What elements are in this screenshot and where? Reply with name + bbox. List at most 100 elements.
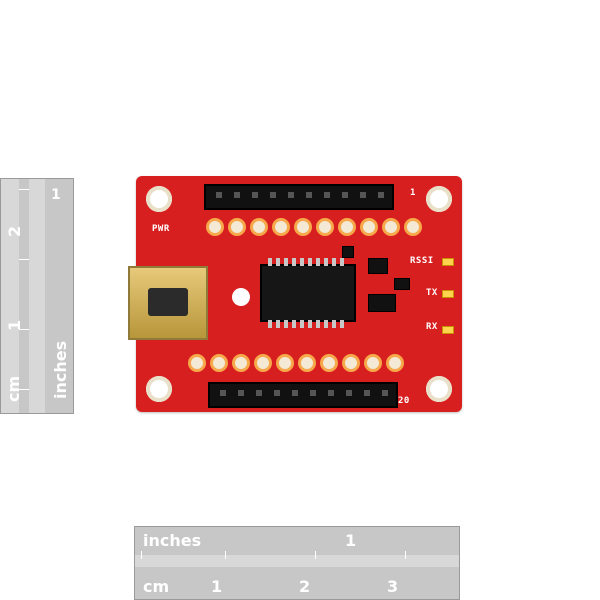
ruler-tick [19, 329, 29, 330]
chip-leg [332, 320, 336, 328]
ruler-tick [225, 551, 226, 559]
chip-leg [300, 320, 304, 328]
chip-leg [276, 258, 280, 266]
pad [364, 354, 382, 372]
ruler-label-bottom-3-cm: 3 [387, 577, 399, 596]
pad [250, 218, 268, 236]
pad [386, 354, 404, 372]
pin [274, 390, 280, 396]
chip-leg [308, 320, 312, 328]
pin [382, 390, 388, 396]
mount-hole [146, 186, 172, 212]
ruler-label-bottom-1-cm: 1 [211, 577, 223, 596]
pad [188, 354, 206, 372]
chip-leg [292, 320, 296, 328]
pin [378, 192, 384, 198]
pad [360, 218, 378, 236]
pin [328, 390, 334, 396]
small-component [342, 246, 354, 258]
pad [254, 354, 272, 372]
pin [216, 192, 222, 198]
circuit-board: PWR RSSI TX RX 1 20 [128, 176, 462, 412]
pad [272, 218, 290, 236]
ruler-label-left-1-top: 1 [51, 187, 61, 203]
pad [276, 354, 294, 372]
pin [324, 192, 330, 198]
usb-port-opening [148, 288, 188, 316]
pin [292, 390, 298, 396]
ruler-label-left-1-bottom: 1 [5, 319, 24, 331]
small-component [368, 258, 388, 274]
small-component [368, 294, 396, 312]
bottom-pin-header [208, 382, 398, 408]
top-pin-header [204, 184, 394, 210]
pin [364, 390, 370, 396]
pin [252, 192, 258, 198]
tx-led [442, 290, 454, 298]
usb-connector [128, 266, 208, 340]
silk-pin-20: 20 [398, 396, 410, 406]
chip-leg [284, 320, 288, 328]
pin [342, 192, 348, 198]
pad [320, 354, 338, 372]
silk-rx: RX [426, 322, 438, 332]
ruler-tick [141, 551, 142, 559]
chip-leg [340, 258, 344, 266]
ruler-tick [19, 189, 29, 190]
main-chip [260, 258, 356, 328]
ruler-tick [405, 551, 406, 559]
ruler-tick [19, 389, 29, 390]
ruler-label-left-cm: cm [4, 375, 23, 402]
pin [346, 390, 352, 396]
small-component [394, 278, 410, 290]
chip-leg [332, 258, 336, 266]
ruler-label-bottom-cm: cm [143, 577, 170, 596]
silk-pin-1: 1 [410, 188, 416, 198]
pad [342, 354, 360, 372]
mount-hole [426, 376, 452, 402]
chip-leg [268, 320, 272, 328]
ruler-label-bottom-inches: inches [143, 531, 202, 550]
pad [404, 218, 422, 236]
vertical-ruler-strip [1, 179, 19, 413]
chip-leg [308, 258, 312, 266]
pad [206, 218, 224, 236]
pad [382, 218, 400, 236]
silk-pwr: PWR [152, 224, 170, 234]
ruler-label-bottom-2-cm: 2 [299, 577, 311, 596]
ruler-label-bottom-1-inch: 1 [345, 531, 357, 550]
ruler-label-left-2: 2 [5, 225, 24, 237]
pin [256, 390, 262, 396]
pin [306, 192, 312, 198]
silk-rssi: RSSI [410, 256, 434, 266]
pad [316, 218, 334, 236]
chip-leg [268, 258, 272, 266]
vertical-ruler: 1 2 1 cm inches [0, 178, 74, 414]
rx-led [442, 326, 454, 334]
silk-tx: TX [426, 288, 438, 298]
pin [270, 192, 276, 198]
pad [338, 218, 356, 236]
pad [228, 218, 246, 236]
horizontal-ruler: inches 1 cm 1 2 3 [134, 526, 460, 600]
mount-hole [426, 186, 452, 212]
pin [234, 192, 240, 198]
rssi-led [442, 258, 454, 266]
logo [229, 285, 253, 309]
vertical-ruler-strip [29, 179, 45, 413]
pad [232, 354, 250, 372]
mount-hole [146, 376, 172, 402]
pin [360, 192, 366, 198]
horizontal-ruler-strip [135, 555, 459, 567]
pad [298, 354, 316, 372]
chip-leg [292, 258, 296, 266]
chip-leg [316, 258, 320, 266]
ruler-label-left-inches: inches [51, 340, 70, 399]
chip-leg [316, 320, 320, 328]
ruler-tick [19, 259, 29, 260]
chip-leg [340, 320, 344, 328]
chip-leg [300, 258, 304, 266]
pin [288, 192, 294, 198]
pin [238, 390, 244, 396]
